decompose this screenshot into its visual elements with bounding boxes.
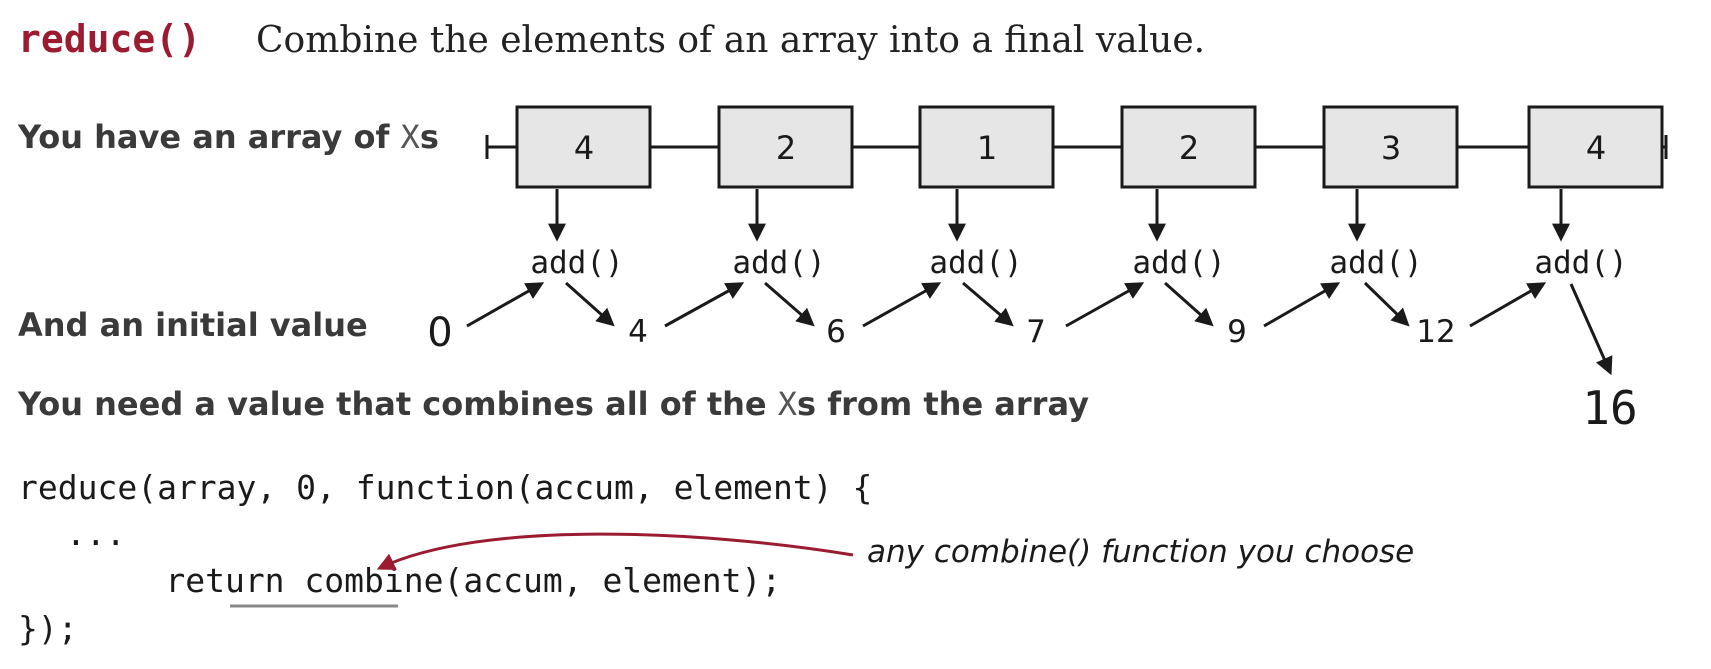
accumulated-value: 7 <box>1026 314 1046 350</box>
array-value: 4 <box>574 129 594 167</box>
array-box <box>1120 105 1257 189</box>
accumulator-in-arrows <box>466 282 1547 328</box>
array-boxes <box>515 105 1664 189</box>
array-label-x: X <box>401 118 420 156</box>
add-operation: add() <box>1534 245 1627 281</box>
accumulated-value: 9 <box>1227 314 1247 350</box>
array-label-prefix: You have an array of <box>17 118 401 156</box>
array-values: 4 2 1 2 3 4 <box>574 129 1606 167</box>
heading-function: reduce() <box>18 17 201 61</box>
initial-label: And an initial value <box>18 306 368 344</box>
accumulator-in-arrow <box>664 282 745 328</box>
array-value: 3 <box>1381 129 1401 167</box>
array-box <box>1322 105 1459 189</box>
array-value: 2 <box>776 129 796 167</box>
code-line-1: reduce(array, 0, function(accum, element… <box>18 468 872 507</box>
array-box <box>515 105 652 189</box>
array-box <box>717 105 854 189</box>
accumulated-value: 4 <box>628 314 648 350</box>
annotation-text: any combine() function you choose <box>867 534 1414 570</box>
add-operation: add() <box>530 245 623 281</box>
array-box <box>1527 105 1664 189</box>
add-operation: add() <box>929 245 1022 281</box>
result-out-arrow <box>565 281 615 327</box>
accumulator-in-arrow <box>1065 282 1145 328</box>
heading-description: Combine the elements of an array into a … <box>256 20 1205 61</box>
result-out-arrows <box>565 281 1613 376</box>
array-label-suffix: s <box>420 118 439 156</box>
add-operation: add() <box>1329 245 1422 281</box>
need-label-prefix: You need a value that combines all of th… <box>17 385 778 423</box>
add-operations: add() add() add() add() add() add() <box>530 245 1627 281</box>
result-out-arrow <box>962 281 1014 327</box>
result-out-arrow <box>1164 281 1214 327</box>
need-label-x: X <box>778 385 797 423</box>
add-operation: add() <box>1132 245 1225 281</box>
need-label-suffix: s from the array <box>797 385 1089 423</box>
code-return: return <box>165 561 304 600</box>
accumulated-value: 6 <box>826 314 846 350</box>
accumulator-in-arrow <box>1469 282 1547 328</box>
accumulated-value: 12 <box>1416 314 1455 350</box>
code-args: (accum, element); <box>444 561 782 600</box>
annotation-arrow <box>376 532 854 570</box>
array-box <box>918 105 1055 189</box>
code-line-2: ... <box>66 514 126 553</box>
result-out-arrow <box>764 281 815 327</box>
need-label: You need a value that combines all of th… <box>17 385 1089 423</box>
result-out-arrow <box>1363 281 1410 327</box>
add-operation: add() <box>732 245 825 281</box>
result-out-arrow <box>1569 283 1613 376</box>
accumulator-in-arrow <box>862 282 942 328</box>
initial-value: 0 <box>427 310 452 356</box>
element-arrows <box>548 189 1570 242</box>
final-value: 16 <box>1582 381 1637 435</box>
accumulator-in-arrow <box>1263 282 1341 328</box>
code-line-3: return combine(accum, element); <box>66 561 841 600</box>
array-value: 4 <box>1586 129 1606 167</box>
code-line-4: }); <box>18 609 78 648</box>
array-value: 1 <box>977 129 997 167</box>
array-label: You have an array of Xs <box>17 118 439 156</box>
code-combine: combine <box>304 561 443 600</box>
accumulated-values: 4 6 7 9 12 <box>628 314 1456 350</box>
array-value: 2 <box>1179 129 1199 167</box>
accumulator-in-arrow <box>466 282 545 328</box>
